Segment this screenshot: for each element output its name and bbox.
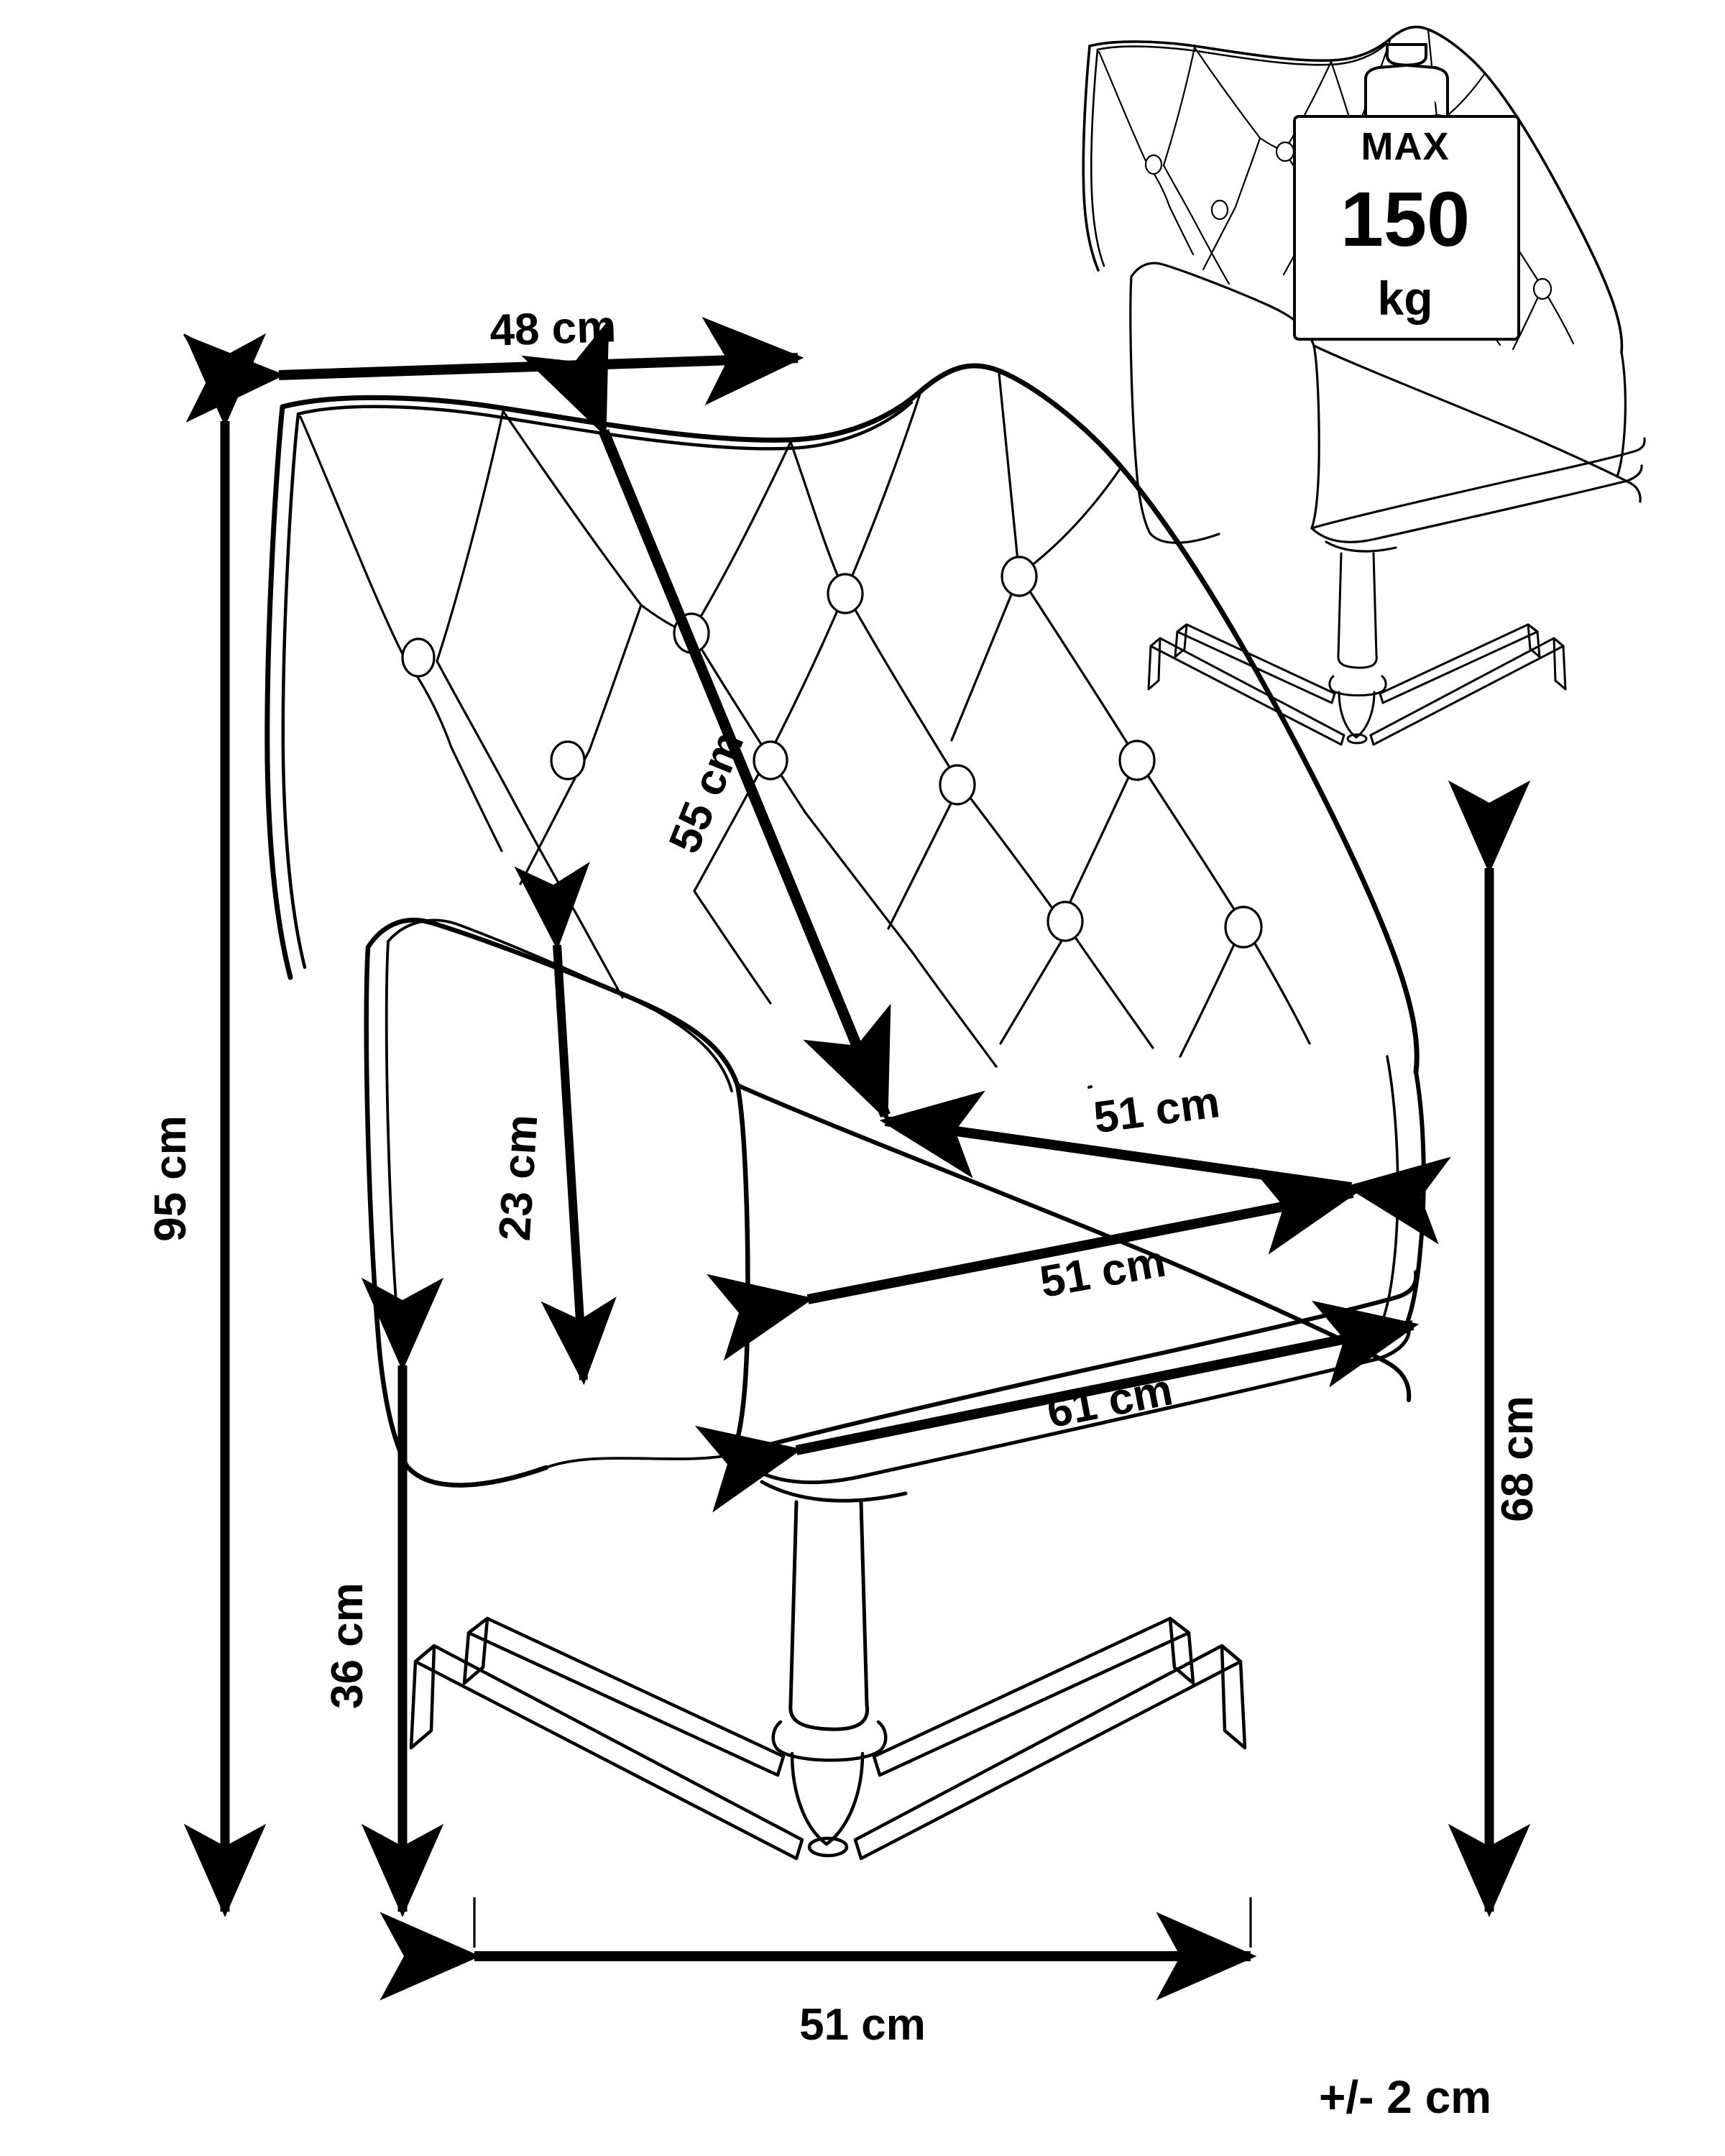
thumb-armrest-seat (1129, 262, 1646, 553)
extension-lines (473, 1897, 1252, 1948)
dimension-labels: 48 cm 95 cm 55 cm 23 cm 51 cm 51 cm 61 c… (146, 302, 1542, 2123)
label-48cm: 48 cm (489, 302, 617, 356)
tufting-button (1000, 556, 1038, 597)
label-95cm: 95 cm (146, 1115, 196, 1242)
right-shell-inner (1381, 1055, 1399, 1321)
dim-line-55cm (521, 319, 891, 1122)
load-weight-badge (1293, 43, 1520, 341)
badge-value: 150 (1340, 175, 1470, 262)
gas-lift-column (788, 1500, 870, 1731)
dimension-lines (183, 316, 1531, 2001)
thumb-backrest-inner (1090, 42, 1388, 267)
badge-unit: kg (1377, 272, 1432, 325)
thumb-chair-outline (1082, 25, 1624, 354)
dim-line-23cm (514, 862, 617, 1386)
tufting-button (939, 764, 976, 806)
backrest-tufting-lattice (299, 372, 1311, 1068)
label-tolerance: +/- 2 cm (1319, 2071, 1491, 2123)
label-55cm: 55 cm (660, 724, 754, 860)
tufting-button (1046, 900, 1084, 942)
label-36cm: 36 cm (323, 1583, 372, 1709)
tufting-button (827, 573, 864, 614)
dim-line-48cm (183, 316, 804, 423)
dim-line-51cm-lower (707, 1167, 1359, 1361)
label-23cm: 23 cm (490, 1113, 548, 1243)
base-star-legs (409, 1616, 1247, 1861)
tufting-button (1224, 906, 1263, 949)
tufting-button (1118, 740, 1156, 781)
base-hub (771, 1720, 888, 1858)
thumb-column-base (1147, 552, 1567, 746)
label-51cm-upper: 51 cm (1091, 1077, 1223, 1143)
main-chair-illustration (264, 363, 1426, 1861)
right-shell-edge (1405, 1070, 1426, 1325)
load-badge-text: MAX 150 kg (1340, 125, 1470, 325)
backrest-inner-rim (281, 400, 914, 969)
dim-line-61cm (694, 1300, 1420, 1513)
tufting-button (401, 637, 436, 678)
load-capacity-thumbnail (1082, 25, 1646, 1089)
tufting-button (753, 740, 788, 780)
badge-max-label: MAX (1361, 125, 1450, 168)
label-68cm: 68 cm (1493, 1396, 1542, 1522)
tufting-buttons (401, 556, 1263, 949)
label-51cm-base: 51 cm (799, 2000, 926, 2050)
tufting-button (550, 740, 586, 780)
